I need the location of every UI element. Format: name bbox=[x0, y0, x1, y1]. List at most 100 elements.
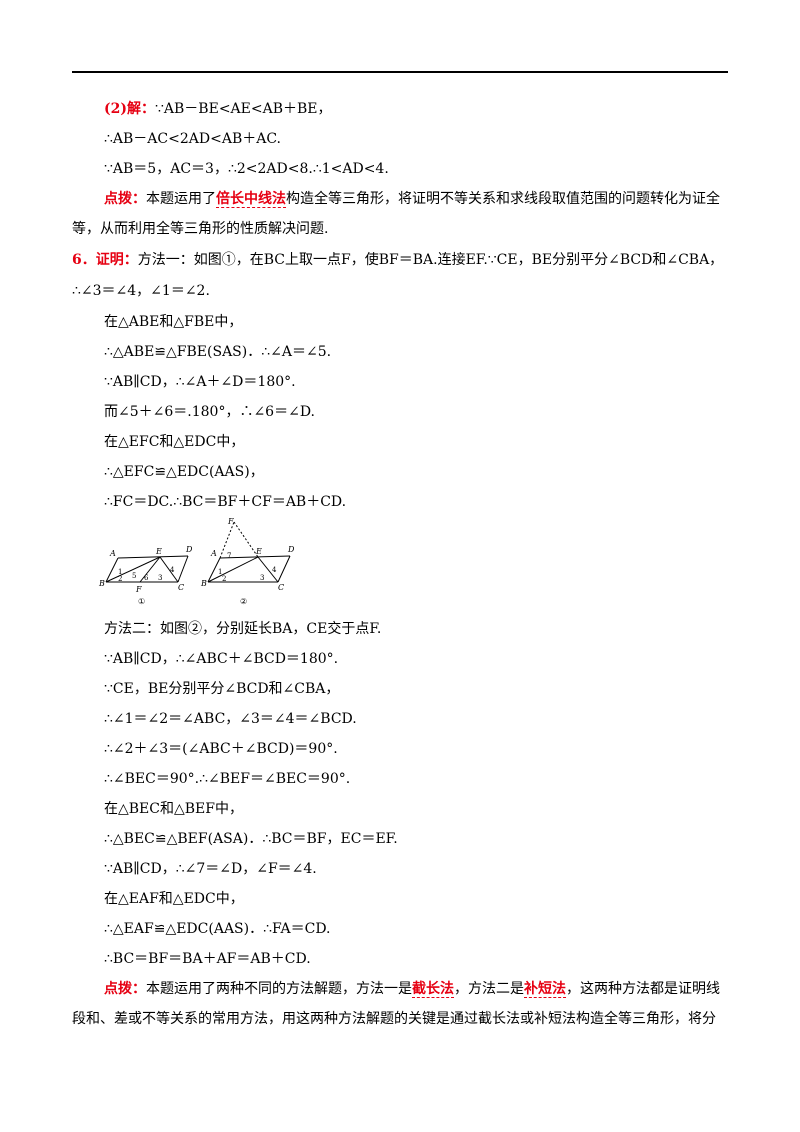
label-text: (2)解： bbox=[104, 101, 155, 117]
fig2-label-f: F bbox=[227, 517, 234, 526]
fig2-label-a: A bbox=[210, 549, 217, 558]
text-line: 在△EAF和△EDC中， bbox=[104, 890, 244, 908]
fig1-angle-3: 3 bbox=[158, 574, 162, 582]
fig1-angle-5: 5 bbox=[132, 572, 136, 580]
text-line: 而∠5＋∠6＝.180°，∴∠6＝∠D. bbox=[104, 403, 315, 421]
text-line: 方法二：如图②，分别延长BA，CE交于点F. bbox=[104, 620, 381, 638]
body-text: ∵AB∥CD，∴∠7＝∠D，∠F＝∠4. bbox=[104, 861, 317, 877]
fig1-caption: ① bbox=[138, 597, 145, 606]
header-rule bbox=[72, 71, 728, 73]
fig2-angle-3: 3 bbox=[260, 574, 264, 582]
body-text: ∵AB∥CD，∴∠ABC＋∠BCD＝180°. bbox=[104, 651, 339, 667]
body-text: ∴BC＝BF＝BA＋AF＝AB＋CD. bbox=[104, 951, 311, 967]
body-text: ∴△EAF≌△EDC(AAS)．∴FA＝CD. bbox=[104, 921, 331, 937]
label-text: 6．证明： bbox=[72, 252, 138, 268]
body-text: ∴△BEC≌△BEF(ASA)．∴BC＝BF，EC＝EF. bbox=[104, 831, 398, 847]
body-text: ∴FC＝DC.∴BC＝BF＋CF＝AB＋CD. bbox=[104, 494, 347, 510]
fig2-label-c: C bbox=[278, 583, 284, 592]
fig2-segment-ba bbox=[207, 557, 221, 583]
method-keyword: 补短法 bbox=[524, 981, 566, 998]
body-text: 在△EFC和△EDC中， bbox=[104, 434, 245, 450]
text-line: 点拨：本题运用了倍长中线法构造全等三角形，将证明不等关系和求线段取值范围的问题转… bbox=[104, 190, 720, 208]
fig1-label-f: F bbox=[135, 585, 142, 594]
fig2-angle-7: 7 bbox=[227, 552, 231, 560]
fig2-segment-dc bbox=[277, 555, 291, 583]
fig2-angle-2: 2 bbox=[222, 575, 226, 583]
text-line: ∴△ABE≌△FBE(SAS)．∴∠A＝∠5. bbox=[104, 343, 331, 361]
body-text: ∴△ABE≌△FBE(SAS)．∴∠A＝∠5. bbox=[104, 344, 332, 360]
text-line: ∵AB∥CD，∴∠ABC＋∠BCD＝180°. bbox=[104, 650, 338, 668]
fig1-angle-6: 6 bbox=[144, 574, 149, 582]
body-text: ∴△EFC≌△EDC(AAS)， bbox=[104, 464, 264, 480]
body-text: 在△BEC和△BEF中， bbox=[104, 801, 243, 817]
body-text: ∴∠BEC＝90°.∴∠BEF＝∠BEC＝90°. bbox=[104, 771, 351, 787]
fig1-label-b: B bbox=[98, 579, 105, 588]
body-text: 本题运用了两种不同的方法解题，方法一是 bbox=[146, 981, 412, 997]
figure-1 bbox=[105, 555, 189, 583]
text-line: ∵AB＝5，AC＝3，∴2<2AD<8.∴1<AD<4. bbox=[104, 160, 389, 178]
body-text: ∵AB－BE<AE<AB＋BE， bbox=[155, 101, 332, 117]
body-text: 在△EAF和△EDC中， bbox=[104, 891, 244, 907]
fig2-angle-4: 4 bbox=[272, 566, 277, 574]
body-text: ，这两种方法都是证明线 bbox=[566, 981, 720, 997]
text-line: ∵CE，BE分别平分∠BCD和∠CBA， bbox=[104, 680, 339, 698]
body-text: ∴∠2＋∠3＝(∠ABC＋∠BCD)＝90°. bbox=[104, 741, 338, 757]
fig2-segment-ad bbox=[219, 555, 291, 559]
body-text: 在△ABE和△FBE中， bbox=[104, 314, 243, 330]
method-keyword: 倍长中线法 bbox=[216, 191, 286, 208]
fig2-angle-1: 1 bbox=[218, 568, 222, 576]
geometry-figure: A E D B F C 1 2 5 6 3 4 ① F A E D B C 7 … bbox=[98, 517, 295, 606]
text-line: ∴∠2＋∠3＝(∠ABC＋∠BCD)＝90°. bbox=[104, 740, 338, 758]
figure-2 bbox=[207, 521, 291, 583]
body-text: 而∠5＋∠6＝.180°，∴∠6＝∠D. bbox=[104, 404, 315, 420]
text-line: ∴△EFC≌△EDC(AAS)， bbox=[104, 463, 264, 481]
fig1-segment-be bbox=[105, 556, 161, 583]
fig1-segment-ba bbox=[105, 557, 119, 583]
fig1-angle-2: 2 bbox=[118, 575, 122, 583]
fig2-segment-af-extended bbox=[219, 521, 235, 559]
body-text: 本题运用了 bbox=[146, 191, 216, 207]
body-text: ∴∠1＝∠2＝∠ABC，∠3＝∠4＝∠BCD. bbox=[104, 711, 357, 727]
body-text: 等，从而利用全等三角形的性质解决问题. bbox=[72, 221, 329, 237]
text-line: 6．证明：方法一：如图①，在BC上取一点F，使BF＝BA.连接EF.∵CE，BE… bbox=[72, 251, 723, 269]
body-text: ∵AB∥CD，∴∠A＋∠D＝180°. bbox=[104, 374, 296, 390]
text-line: ∴△EAF≌△EDC(AAS)．∴FA＝CD. bbox=[104, 920, 331, 938]
fig2-label-d: D bbox=[287, 545, 295, 554]
text-line: ∵AB∥CD，∴∠A＋∠D＝180°. bbox=[104, 373, 296, 391]
text-line: ∴∠3＝∠4，∠1＝∠2. bbox=[72, 282, 210, 300]
fig1-segment-dc bbox=[177, 555, 189, 583]
text-line: ∴FC＝DC.∴BC＝BF＋CF＝AB＋CD. bbox=[104, 493, 346, 511]
fig1-angle-4: 4 bbox=[170, 566, 175, 574]
text-line: 等，从而利用全等三角形的性质解决问题. bbox=[72, 220, 328, 238]
fig2-segment-ec bbox=[257, 556, 279, 583]
body-text: 方法二：如图②，分别延长BA，CE交于点F. bbox=[104, 621, 382, 637]
fig2-caption: ② bbox=[240, 597, 247, 606]
fig1-label-c: C bbox=[178, 583, 184, 592]
fig2-label-b: B bbox=[200, 579, 207, 588]
fig2-segment-fe-extended bbox=[233, 521, 259, 558]
text-line: 在△EFC和△EDC中， bbox=[104, 433, 244, 451]
text-line: 段和、差或不等关系的常用方法，用这两种方法解题的关键是通过截长法或补短法构造全等… bbox=[72, 1010, 716, 1028]
text-line: 点拨：本题运用了两种不同的方法解题，方法一是截长法，方法二是补短法，这两种方法都… bbox=[104, 980, 720, 998]
body-text: ∴∠3＝∠4，∠1＝∠2. bbox=[72, 283, 210, 299]
text-line: ∴∠BEC＝90°.∴∠BEF＝∠BEC＝90°. bbox=[104, 770, 350, 788]
fig2-segment-be bbox=[207, 556, 259, 583]
body-text: 方法一：如图①，在BC上取一点F，使BF＝BA.连接EF.∵CE，BE分别平分∠… bbox=[137, 252, 724, 268]
body-text: 构造全等三角形，将证明不等关系和求线段取值范围的问题转化为证全 bbox=[286, 191, 720, 207]
body-text: ∵CE，BE分别平分∠BCD和∠CBA， bbox=[104, 681, 340, 697]
fig1-segment-ef bbox=[139, 556, 161, 583]
fig1-segment-ec bbox=[159, 556, 179, 583]
text-line: ∴∠1＝∠2＝∠ABC，∠3＝∠4＝∠BCD. bbox=[104, 710, 357, 728]
text-line: ∴BC＝BF＝BA＋AF＝AB＋CD. bbox=[104, 950, 311, 968]
body-text: ∴AB－AC<2AD<AB＋AC. bbox=[104, 131, 282, 147]
body-text: ，方法二是 bbox=[454, 981, 524, 997]
text-line: 在△ABE和△FBE中， bbox=[104, 313, 242, 331]
label-text: 点拨： bbox=[104, 191, 146, 207]
fig1-segment-ad bbox=[117, 555, 189, 559]
fig1-label-d: D bbox=[185, 545, 193, 554]
fig1-angle-1: 1 bbox=[118, 568, 122, 576]
text-line: ∴AB－AC<2AD<AB＋AC. bbox=[104, 130, 281, 148]
text-line: (2)解：∵AB－BE<AE<AB＋BE， bbox=[104, 100, 332, 118]
fig2-label-e: E bbox=[255, 547, 262, 556]
fig1-label-a: A bbox=[109, 549, 116, 558]
